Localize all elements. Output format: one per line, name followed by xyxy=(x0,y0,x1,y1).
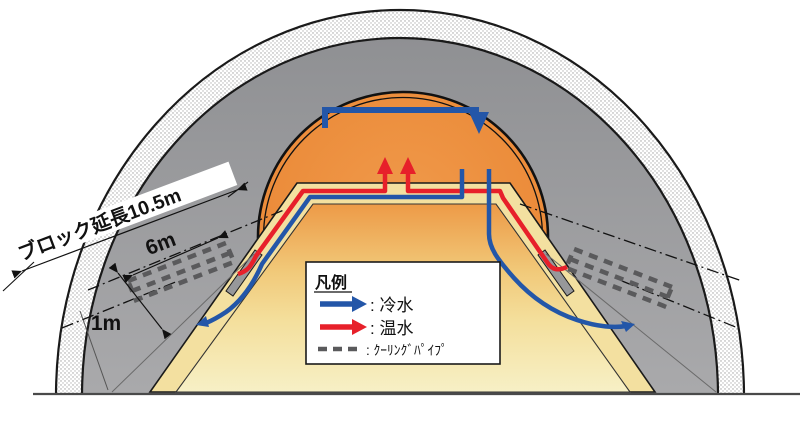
extension-line-left-foot xyxy=(79,310,109,391)
crown-flow-arrow-shaft xyxy=(322,107,479,128)
legend-cold-arrowhead xyxy=(352,296,367,312)
axis-dashdot-right-lower xyxy=(621,280,739,329)
ground-mask xyxy=(0,394,800,427)
cooling-pipe-right xyxy=(562,246,676,309)
cooling-pipe-right-mid xyxy=(569,256,669,300)
dim-1m-label: 1m xyxy=(91,312,121,335)
cold-water-pipe-right xyxy=(486,169,627,330)
legend-pipe-label: : ｸｰﾘﾝｸﾞﾊﾟｲﾌﾟ xyxy=(366,343,448,358)
legend-title: 凡例 xyxy=(315,273,347,292)
cold-water-arrowhead-left xyxy=(196,316,209,327)
cold-water-arrowhead-right xyxy=(621,321,635,332)
wall-base-line-right xyxy=(545,253,717,393)
dim-1m-line xyxy=(108,262,172,340)
legend-box: 凡例 : 冷水 : 温水 : ｸｰﾘﾝｸﾞﾊﾟｲﾌﾟ xyxy=(305,261,501,365)
crown-flow-arrowhead xyxy=(469,112,489,134)
cold-water-pipe-left xyxy=(205,169,465,326)
warm-water-pipe-right xyxy=(405,171,568,272)
axis-dashdot-right-upper xyxy=(519,203,743,282)
legend-warm-label: : 温水 xyxy=(370,319,413,338)
warm-water-up-arrowhead-1 xyxy=(377,157,393,174)
legend-warm-arrowhead xyxy=(352,319,367,335)
legend-cold-label: : 冷水 xyxy=(370,296,413,315)
warm-water-up-arrowhead-2 xyxy=(400,157,416,174)
